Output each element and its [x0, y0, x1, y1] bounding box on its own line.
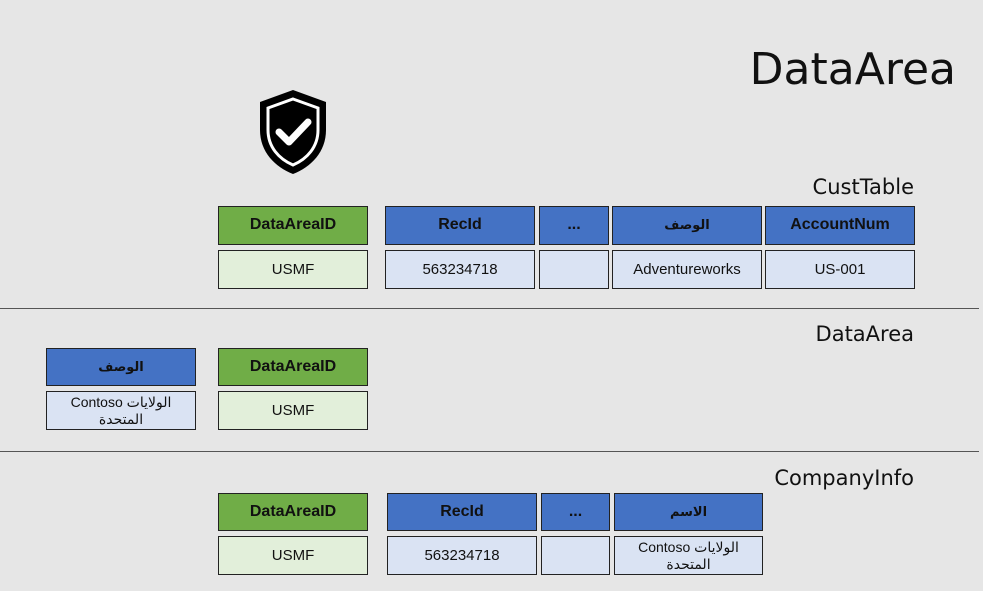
companyinfo-header-recid: RecId	[387, 493, 537, 531]
section-divider	[0, 308, 979, 309]
custtable-label: CustTable	[812, 175, 914, 199]
custtable-value-ellipsis	[539, 250, 609, 289]
companyinfo-header-name: الاسم	[614, 493, 763, 531]
companyinfo-dataareaid-header: DataAreaID	[218, 493, 368, 531]
companyinfo-header-ellipsis: ...	[541, 493, 610, 531]
companyinfo-value-ellipsis	[541, 536, 610, 575]
dataarea-dataareaid-value: USMF	[218, 391, 368, 430]
dataarea-label: DataArea	[815, 322, 914, 346]
custtable-dataareaid-header: DataAreaID	[218, 206, 368, 245]
dataarea-dataareaid-header: DataAreaID	[218, 348, 368, 386]
companyinfo-dataareaid-value: USMF	[218, 536, 368, 575]
companyinfo-value-recid: 563234718	[387, 536, 537, 575]
shield-check-icon	[260, 90, 326, 174]
custtable-value-accountnum: US-001	[765, 250, 915, 289]
custtable-value-description: Adventureworks	[612, 250, 762, 289]
custtable-header-ellipsis: ...	[539, 206, 609, 245]
diagram-title: DataArea	[749, 44, 956, 95]
custtable-dataareaid-value: USMF	[218, 250, 368, 289]
custtable-value-recid: 563234718	[385, 250, 535, 289]
custtable-header-accountnum: AccountNum	[765, 206, 915, 245]
companyinfo-value-name: Contoso الولايات المتحدة	[614, 536, 763, 575]
dataarea-value-description: Contoso الولايات المتحدة	[46, 391, 196, 430]
section-divider	[0, 451, 979, 452]
custtable-header-recid: RecId	[385, 206, 535, 245]
dataarea-header-description: الوصف	[46, 348, 196, 386]
custtable-header-description: الوصف	[612, 206, 762, 245]
companyinfo-label: CompanyInfo	[774, 466, 914, 490]
